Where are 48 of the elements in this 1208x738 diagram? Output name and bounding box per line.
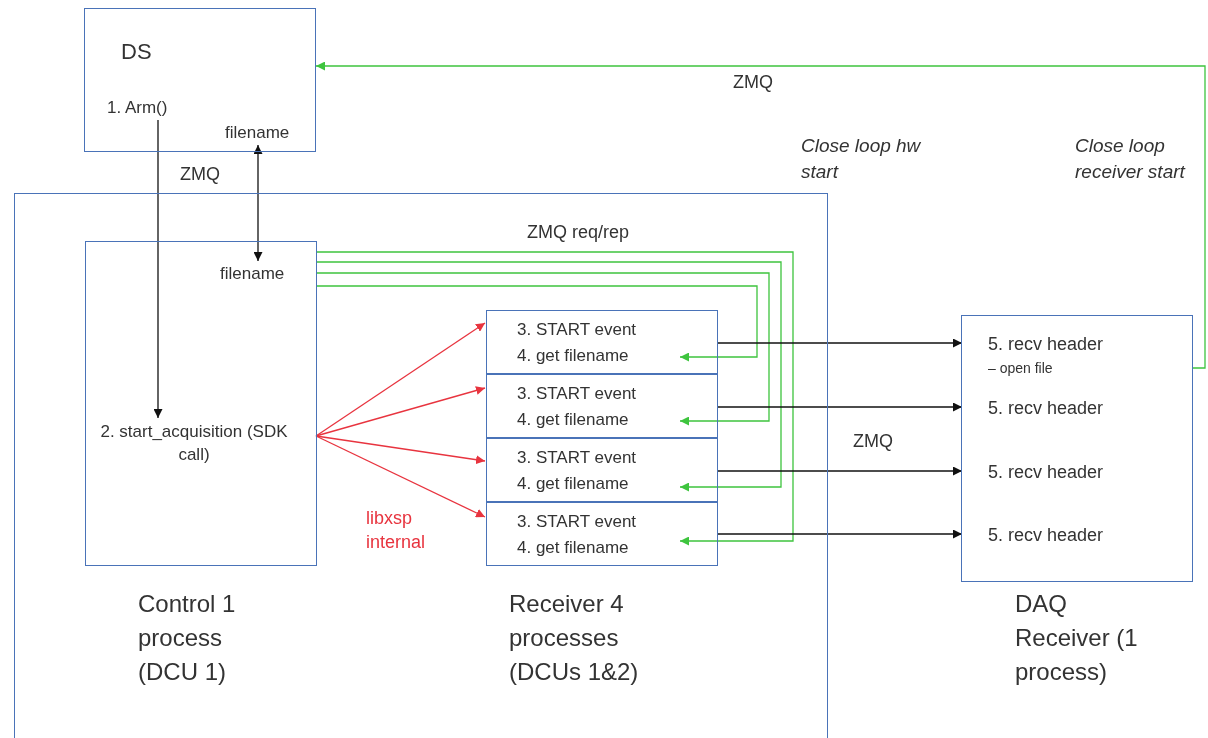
node-text: 4. get filename xyxy=(516,473,630,495)
node-text: 3. START event xyxy=(516,511,638,533)
arrow xyxy=(716,466,963,476)
process-box xyxy=(486,438,718,502)
node-text: – open file xyxy=(987,359,1054,378)
arrow xyxy=(716,338,963,348)
note: Close loop receiver start xyxy=(1075,134,1187,184)
process-box xyxy=(85,241,317,566)
arrow xyxy=(315,261,782,492)
process-box xyxy=(486,502,718,566)
process-box xyxy=(84,8,316,152)
process-box xyxy=(486,310,718,374)
node-text: DS xyxy=(120,39,153,65)
caption: Control 1 process (DCU 1) xyxy=(138,589,237,687)
process-box xyxy=(961,315,1193,582)
arrow xyxy=(315,251,794,546)
arrow xyxy=(253,144,263,262)
process-box xyxy=(486,374,718,438)
arrow xyxy=(716,402,963,412)
arrow xyxy=(315,272,770,426)
node-text: 4. get filename xyxy=(516,345,630,367)
text-label: 5. recv header xyxy=(963,395,1143,421)
arrow xyxy=(315,435,486,518)
arrow xyxy=(153,119,163,419)
caption: DAQ Receiver (1 process) xyxy=(1015,589,1139,687)
caption: ZMQ xyxy=(853,430,894,452)
node-text: 3. START event xyxy=(516,383,638,405)
node-text: 3. START event xyxy=(516,447,638,469)
caption: ZMQ req/rep xyxy=(527,221,631,243)
node-text: 4. get filename xyxy=(516,409,630,431)
arrow xyxy=(315,61,1206,369)
text-label: 2. start_acquisition (SDK call) xyxy=(94,420,318,466)
process-box xyxy=(14,193,828,738)
arrow xyxy=(315,285,758,362)
text-label: 5. recv header xyxy=(963,522,1143,548)
text-label: filename xyxy=(225,122,315,146)
arrow xyxy=(716,529,963,539)
node-text: 4. get filename xyxy=(516,537,630,559)
text-label: 5. recv header xyxy=(963,459,1143,485)
note: Close loop hw start xyxy=(801,134,922,184)
arrow xyxy=(315,386,486,437)
text-label: filename xyxy=(220,263,310,287)
text-label: 1. Arm() xyxy=(107,97,197,121)
node-text: 5. recv header xyxy=(987,333,1105,356)
caption: Receiver 4 processes (DCUs 1&2) xyxy=(509,589,640,687)
arrow xyxy=(315,322,486,437)
caption: libxsp internal xyxy=(366,507,427,554)
node-text: 3. START event xyxy=(516,319,638,341)
